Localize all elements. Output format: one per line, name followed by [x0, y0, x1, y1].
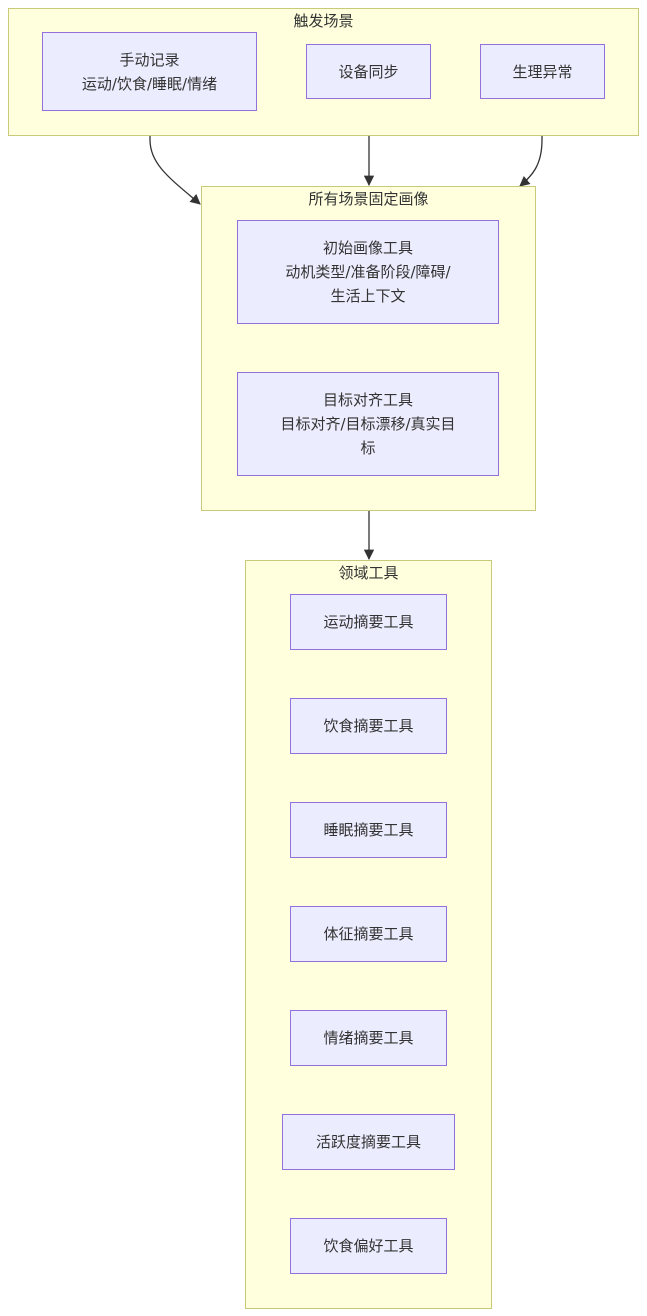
node-vitals-summary-tool[interactable]: 体征摘要工具: [290, 906, 447, 962]
node-diet-summary-tool[interactable]: 饮食摘要工具: [290, 698, 447, 754]
node-label-line: 目标对齐工具: [322, 391, 413, 409]
node-label-line: 睡眠摘要工具: [323, 821, 414, 839]
node-manual-record[interactable]: 手动记录运动/饮食/睡眠/情绪: [42, 32, 257, 111]
node-label-line: 生理异常: [512, 62, 573, 81]
node-label-line: 运动/饮食/睡眠/情绪: [81, 74, 218, 93]
node-label-line: 初始画像工具: [322, 239, 413, 257]
cluster-profile-title: 所有场景固定画像: [308, 190, 429, 208]
node-label-line: 目标对齐/目标漂移/真实目: [280, 415, 456, 433]
node-label-line: 饮食偏好工具: [323, 1237, 414, 1255]
node-initial-profile-tool[interactable]: 初始画像工具动机类型/准备阶段/障碍/生活上下文: [237, 220, 499, 324]
node-exercise-summary-tool[interactable]: 运动摘要工具: [290, 594, 447, 650]
node-label-line: 饮食摘要工具: [323, 717, 414, 735]
cluster-domain-tools-title: 领域工具: [338, 564, 399, 582]
node-label-line: 体征摘要工具: [323, 925, 414, 943]
node-label-line: 标: [360, 439, 376, 457]
node-label-line: 手动记录: [119, 50, 180, 69]
node-mood-summary-tool[interactable]: 情绪摘要工具: [290, 1010, 447, 1066]
node-goal-alignment-tool[interactable]: 目标对齐工具目标对齐/目标漂移/真实目标: [237, 372, 499, 476]
node-sleep-summary-tool[interactable]: 睡眠摘要工具: [290, 802, 447, 858]
node-label-line: 生活上下文: [330, 287, 406, 305]
node-diet-preference-tool[interactable]: 饮食偏好工具: [290, 1218, 447, 1274]
node-physio-anomaly[interactable]: 生理异常: [480, 44, 605, 99]
node-label-line: 动机类型/准备阶段/障碍/: [285, 263, 451, 281]
node-activity-summary-tool[interactable]: 活跃度摘要工具: [282, 1114, 455, 1170]
node-label-line: 活跃度摘要工具: [315, 1133, 421, 1151]
node-label-line: 设备同步: [338, 62, 399, 81]
node-device-sync[interactable]: 设备同步: [306, 44, 431, 99]
node-label-line: 运动摘要工具: [323, 613, 414, 631]
cluster-triggers-title: 触发场景: [293, 12, 354, 30]
node-label-line: 情绪摘要工具: [323, 1029, 414, 1047]
